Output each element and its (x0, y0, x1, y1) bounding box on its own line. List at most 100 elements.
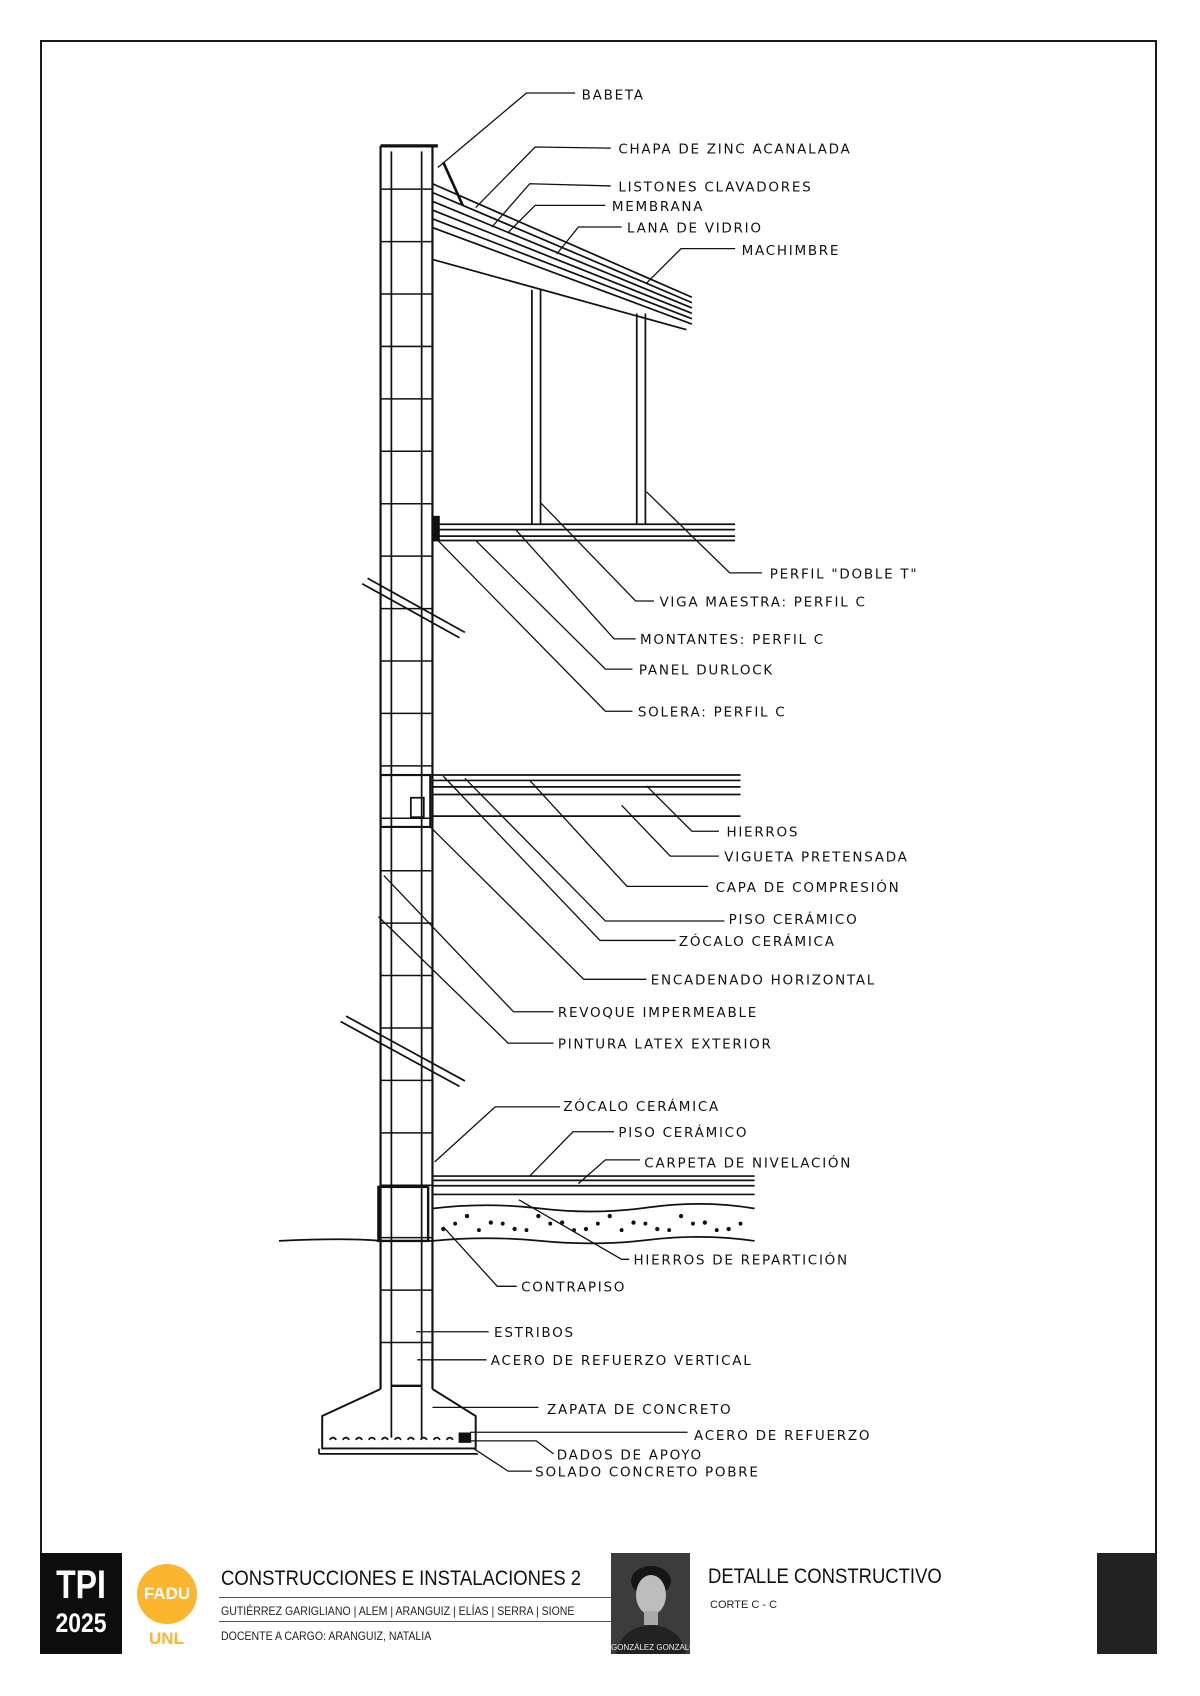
aggregate-dot (500, 1221, 505, 1226)
aggregate-dot (667, 1228, 672, 1233)
annotation-label: VIGUETA PRETENSADA (724, 850, 908, 866)
annotation-label: PERFIL "DOBLE T" (770, 566, 919, 582)
leader-line (383, 875, 554, 1013)
rebar-bump (367, 1436, 376, 1441)
section-mark (361, 582, 460, 639)
dado-de-apoyo (458, 1432, 472, 1443)
title-block-end (1097, 1553, 1157, 1654)
aggregate-dot (476, 1228, 481, 1233)
annotation-label: MEMBRANA (612, 199, 704, 215)
leader-line (468, 1440, 554, 1455)
annotation-label: ACERO DE REFUERZO (694, 1428, 871, 1444)
sheet-info: DETALLE CONSTRUCTIVO CORTE C - C (690, 1553, 1097, 1654)
wall-section (278, 144, 755, 1455)
annotation-label: ACERO DE REFUERZO VERTICAL (491, 1353, 753, 1369)
leader-line (646, 491, 763, 574)
leader-lines (377, 92, 763, 1472)
annotation-label: ENCADENADO HORIZONTAL (651, 973, 876, 989)
foundation-beam (377, 1185, 430, 1243)
section-mark (340, 1020, 460, 1088)
rebar-bump (355, 1436, 363, 1441)
annotation-label: VIGA MAESTRA: PERFIL C (659, 594, 866, 610)
student-photo: GONZÁLEZ GONZALO (611, 1553, 690, 1654)
annotation-label: DADOS DE APOYO (557, 1447, 703, 1463)
annotation-label: CHAPA DE ZINC ACANALADA (618, 141, 851, 157)
babeta-flashing (442, 161, 464, 206)
annotation-label: ZÓCALO CERÁMICA (679, 932, 836, 950)
rebar-bump (419, 1436, 428, 1441)
aggregate-dot (453, 1221, 458, 1226)
aggregate-dot (607, 1213, 612, 1219)
roof-layer (432, 209, 693, 315)
leader-line (507, 204, 606, 233)
divider (219, 1597, 611, 1598)
rebar-bump (406, 1436, 415, 1441)
course-authors: GUTIÉRREZ GARIGLIANO | ALEM | ARANGUIZ |… (221, 1604, 575, 1618)
aggregate-dot (524, 1228, 529, 1233)
aggregate-dot (464, 1213, 470, 1219)
annotation-label: ESTRIBOS (494, 1325, 575, 1341)
course-docente: DOCENTE A CARGO: ARANGUIZ, NATALIA (221, 1629, 432, 1643)
annotation-label: PINTURA LATEX EXTERIOR (558, 1037, 773, 1053)
aggregate-dot (619, 1228, 624, 1233)
roof-layer (432, 200, 693, 309)
annotation-label: ZAPATA DE CONCRETO (547, 1402, 732, 1418)
annotation-label: PISO CERÁMICO (729, 911, 859, 928)
leader-line (646, 785, 719, 832)
aggregate-dot (560, 1220, 565, 1225)
rebar-bump (393, 1436, 402, 1441)
student-portrait-icon (611, 1553, 690, 1654)
rebar-bump (432, 1436, 441, 1441)
annotation-label: MONTANTES: PERFIL C (640, 632, 825, 648)
aggregate-dot (631, 1220, 636, 1225)
tpi-badge: TPI 2025 (40, 1553, 122, 1654)
annotation-label: LISTONES CLAVADORES (618, 179, 812, 195)
annotation-label: CAPA DE COMPRESIÓN (716, 878, 901, 896)
annotation-label: LANA DE VIDRIO (627, 220, 763, 236)
annotation-label: MACHIMBRE (742, 243, 841, 259)
footing (321, 1388, 477, 1450)
leader-line (577, 1159, 640, 1185)
unl-label: UNL (149, 1629, 184, 1648)
rebar-bump (445, 1436, 454, 1441)
leader-line (529, 780, 709, 888)
aggregate-dot (488, 1220, 493, 1225)
section-mark (367, 577, 466, 634)
annotation-label: CONTRAPISO (521, 1280, 626, 1296)
leader-line (429, 826, 647, 980)
student-name: GONZÁLEZ GONZALO (611, 1643, 690, 1652)
aggregate-dot (595, 1221, 600, 1226)
contrapiso-top (432, 1203, 755, 1213)
leader-line (529, 1131, 615, 1177)
ground-line (278, 1235, 755, 1245)
aggregate-dot (738, 1221, 743, 1226)
annotation-labels: BABETA CHAPA DE ZINC ACANALADA LISTONES CL… (491, 87, 919, 1481)
aggregate-dot (678, 1213, 684, 1219)
annotation-label: CARPETA DE NIVELACIÓN (644, 1153, 852, 1171)
rebar-bump (342, 1436, 350, 1441)
annotation-label: BABETA (582, 87, 645, 103)
fadu-logo-circle: FADU (137, 1564, 197, 1624)
fadu-unl-logo: FADU UNL (122, 1553, 211, 1654)
annotation-label: SOLADO CONCRETO POBRE (535, 1465, 759, 1481)
leader-line (518, 1199, 630, 1260)
aggregate-dot (536, 1213, 541, 1219)
leader-line (540, 502, 655, 602)
leader-line (473, 1447, 532, 1472)
roof-layer (432, 217, 693, 320)
aggregate-dot (655, 1226, 660, 1232)
leader-line (556, 226, 622, 255)
annotation-label: HIERROS DE REPARTICIÓN (634, 1251, 849, 1269)
leader-line (442, 1226, 517, 1287)
annotation-label: PANEL DURLOCK (639, 663, 774, 679)
aggregate-dot (583, 1226, 589, 1232)
leader-line (442, 775, 676, 942)
section-mark (345, 1015, 466, 1082)
annotation-label: REVOQUE IMPERMEABLE (558, 1005, 758, 1021)
bond-beam (379, 773, 432, 829)
ceiling-line (432, 258, 687, 331)
sheet-title: DETALLE CONSTRUCTIVO (708, 1565, 942, 1588)
rebar-bump (329, 1436, 337, 1441)
sheet-subtitle: CORTE C - C (710, 1599, 778, 1611)
beam-rebar (409, 796, 425, 819)
